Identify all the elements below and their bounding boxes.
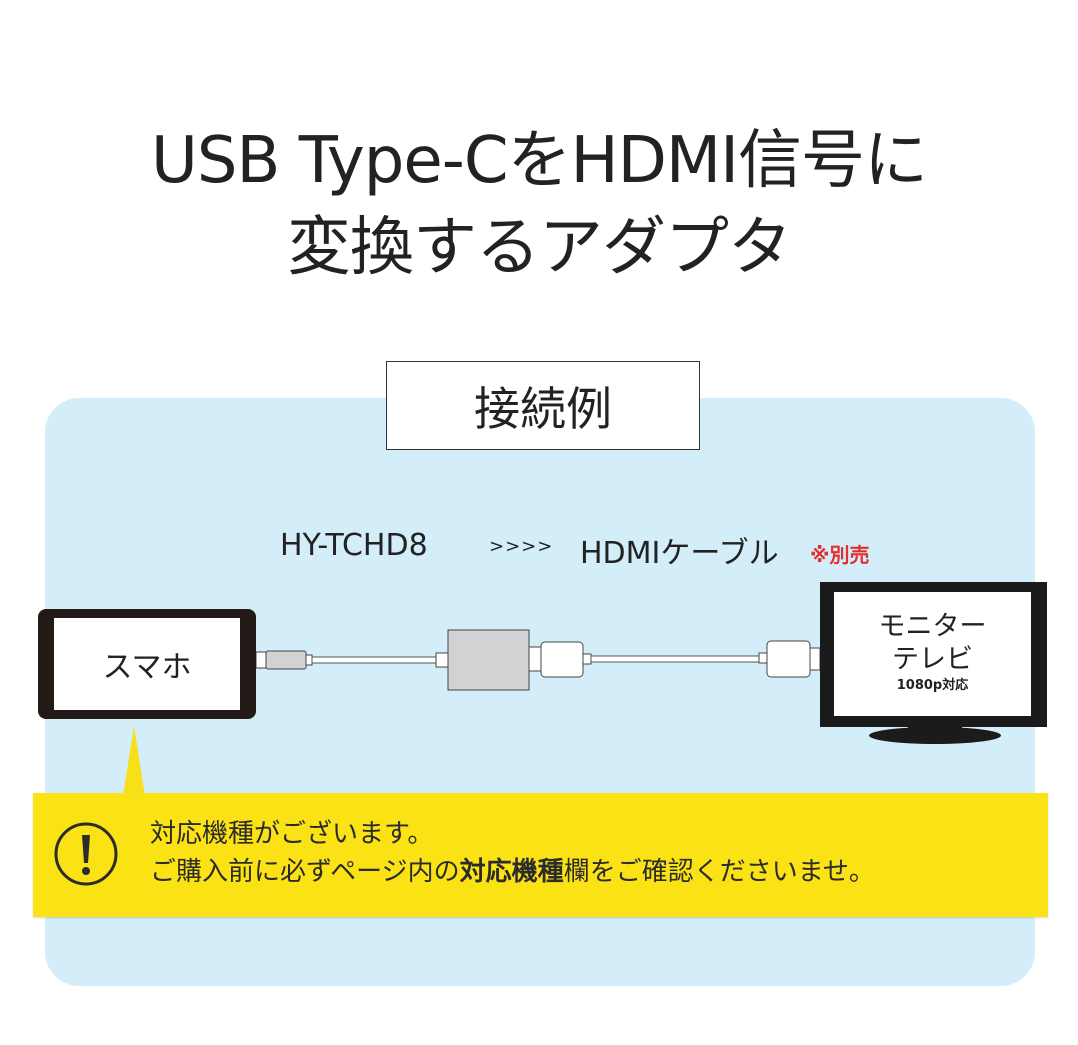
cable-name: HDMIケーブル xyxy=(580,536,779,571)
notice-line-2-before: ご購入前に必ずページ内の xyxy=(150,857,460,887)
headline-line-1: USB Type-CをHDMI信号に xyxy=(151,124,928,198)
monitor-tv-icon: モニター テレビ 1080p対応 xyxy=(820,582,1047,727)
notice-line-1: 対応機種がございます。 xyxy=(150,819,434,849)
compatibility-notice: 対応機種がございます。 ご購入前に必ずページ内の対応機種欄をご確認くださいませ。 xyxy=(33,793,1048,917)
adapter-icon xyxy=(447,629,530,691)
tv-stand xyxy=(869,727,1001,744)
tv-label-monitor: モニター xyxy=(878,611,987,642)
tv-screen: モニター テレビ 1080p対応 xyxy=(834,592,1031,716)
smartphone-icon: スマホ xyxy=(38,609,256,719)
callout-pointer xyxy=(123,726,145,796)
notice-compatible-models-emphasis: 対応機種 xyxy=(459,857,564,887)
usb-c-plug-icon xyxy=(265,650,307,670)
notice-line-2-after: 欄をご確認くださいませ。 xyxy=(563,857,875,887)
arrows: >>>> xyxy=(489,536,554,557)
model-name: HY-TCHD8 xyxy=(280,528,428,563)
sold-separately-note: ※別売 xyxy=(810,543,870,567)
tv-label-tv: テレビ xyxy=(892,644,973,675)
smartphone-label: スマホ xyxy=(54,618,240,710)
exclamation-circle-icon xyxy=(54,822,118,886)
notice-text: 対応機種がございます。 ご購入前に必ずページ内の対応機種欄をご確認くださいませ。 xyxy=(150,815,875,891)
headline-line-2: 変換するアダプタ xyxy=(287,211,792,285)
tv-label-spec: 1080p対応 xyxy=(896,678,969,693)
section-label: 接続例 xyxy=(386,361,700,450)
notice-line-2: ご購入前に必ずページ内の対応機種欄をご確認くださいませ。 xyxy=(150,853,875,891)
hdmi-plug-tv-icon xyxy=(766,640,811,678)
hdmi-plug-icon xyxy=(540,641,584,678)
